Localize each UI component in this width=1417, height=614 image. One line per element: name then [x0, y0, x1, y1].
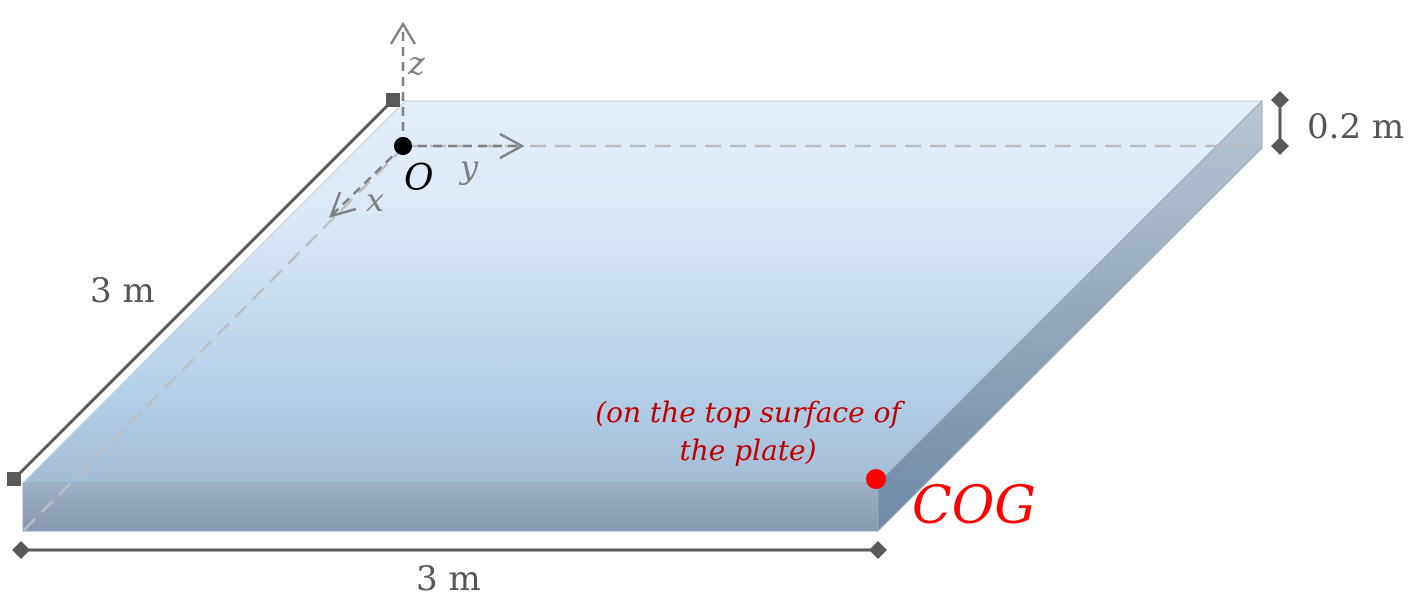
depth-dimension-start-marker: [7, 472, 21, 486]
coordinate-axes: [328, 21, 525, 218]
width-dimension-right-marker: [869, 541, 887, 559]
depth-label: 3 m: [90, 271, 155, 311]
hidden-edge-left-bottom: [22, 145, 406, 532]
origin-label: O: [404, 158, 434, 199]
plate-front-face: [22, 482, 879, 532]
width-dimension: [12, 541, 887, 559]
width-dimension-left-marker: [12, 541, 30, 559]
cog-note-line2: the plate): [679, 434, 816, 467]
x-axis-line: [332, 145, 404, 215]
origin-point: [394, 137, 412, 155]
axis-y-label: y: [458, 148, 479, 186]
axis-z-label: z: [407, 44, 426, 82]
thickness-dimension-bottom-marker: [1271, 137, 1289, 155]
thickness-dimension-top-marker: [1271, 91, 1289, 109]
width-label: 3 m: [416, 559, 481, 599]
plate: [21, 99, 1264, 533]
cog-label: COG: [912, 476, 1036, 536]
depth-dimension: [7, 93, 400, 486]
y-axis-arrowhead: [499, 132, 525, 160]
x-axis-arrowhead: [328, 191, 357, 218]
depth-dimension-end-marker: [386, 93, 400, 107]
cog-note-line1: (on the top surface of: [595, 396, 905, 429]
hidden-edges: [22, 144, 1262, 532]
thickness-dimension: [1271, 91, 1289, 155]
axis-x-label: x: [366, 181, 384, 219]
cog-point: [866, 469, 886, 489]
thickness-label: 0.2 m: [1307, 107, 1404, 147]
plate-side-face: [877, 99, 1263, 533]
z-axis-arrowhead: [389, 21, 417, 45]
depth-dimension-line: [12, 98, 395, 481]
